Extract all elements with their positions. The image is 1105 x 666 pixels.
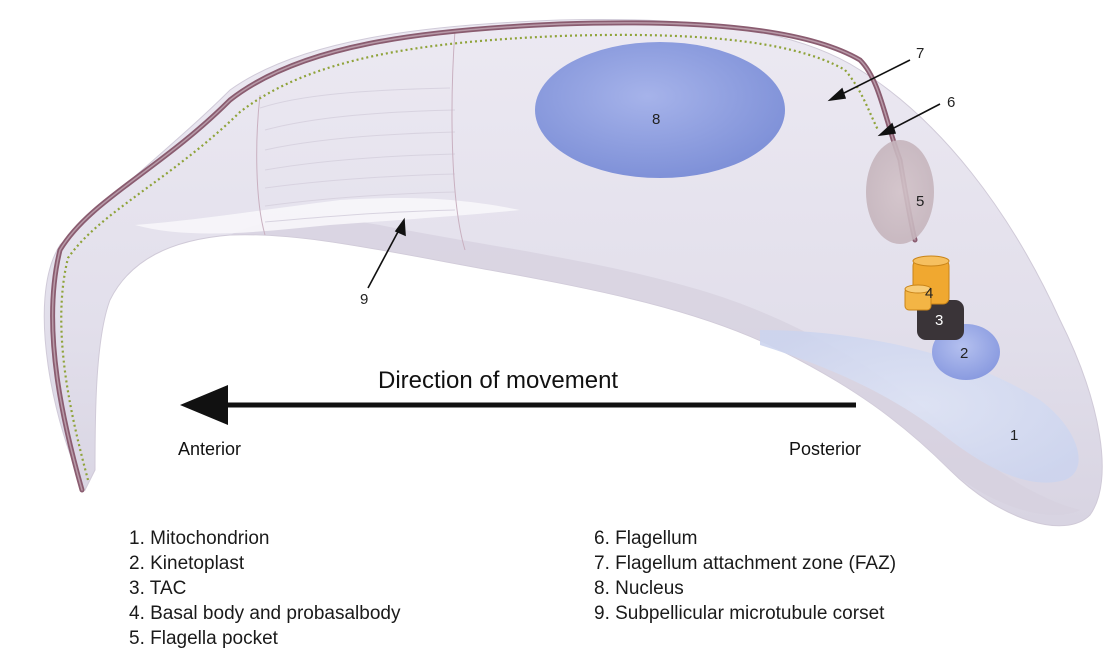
nucleus: [535, 42, 785, 178]
marker-3: 3: [935, 312, 943, 329]
marker-8: 8: [652, 111, 660, 128]
legend-right: 6. Flagellum 7. Flagellum attachment zon…: [594, 526, 896, 626]
legend-item: 9. Subpellicular microtubule corset: [594, 601, 896, 626]
legend-item: 7. Flagellum attachment zone (FAZ): [594, 551, 896, 576]
marker-4: 4: [925, 285, 933, 302]
legend-item: 4. Basal body and probasalbody: [129, 601, 400, 626]
posterior-label: Posterior: [789, 439, 861, 459]
marker-5: 5: [916, 193, 924, 210]
marker-9: 9: [360, 291, 368, 308]
legend-item: 6. Flagellum: [594, 526, 896, 551]
legend-item: 8. Nucleus: [594, 576, 896, 601]
marker-7: 7: [916, 45, 924, 62]
marker-6: 6: [947, 94, 955, 111]
anterior-label: Anterior: [178, 439, 241, 459]
legend-item: 1. Mitochondrion: [129, 526, 400, 551]
direction-label: Direction of movement: [378, 367, 618, 394]
legend-item: 3. TAC: [129, 576, 400, 601]
marker-2: 2: [960, 345, 968, 362]
legend-left: 1. Mitochondrion 2. Kinetoplast 3. TAC 4…: [129, 526, 400, 651]
legend-item: 5. Flagella pocket: [129, 626, 400, 651]
marker-1: 1: [1010, 427, 1018, 444]
legend-item: 2. Kinetoplast: [129, 551, 400, 576]
flagella-pocket: [866, 140, 934, 244]
